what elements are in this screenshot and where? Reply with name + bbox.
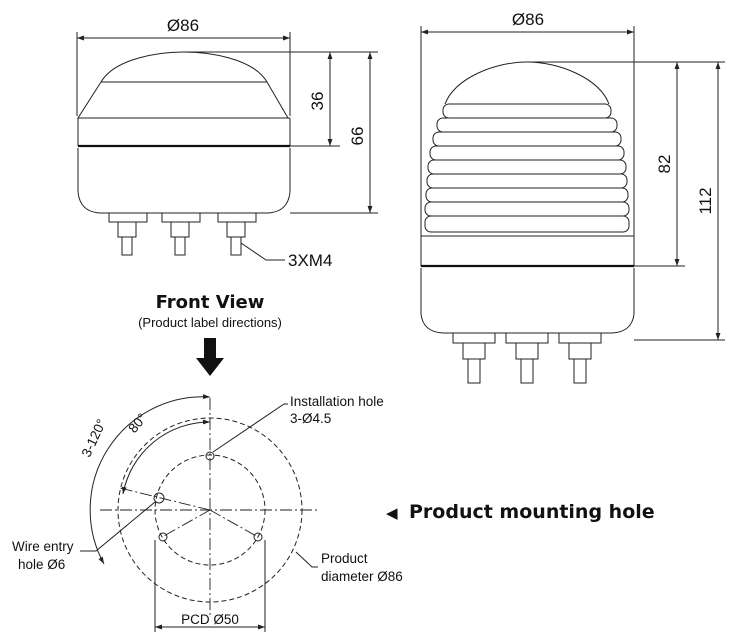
right-band: [420, 235, 635, 267]
product-mounting-hole-caption: ◀ Product mounting hole: [386, 501, 655, 523]
install-hole: [253, 532, 263, 542]
product-mounting-hole-label: Product mounting hole: [409, 501, 655, 523]
product-diameter-leader: [295, 551, 318, 568]
right-body-height-label: 82: [655, 155, 674, 174]
install-hole: [158, 532, 168, 542]
left-dome: [100, 51, 268, 83]
install-hole-leader: [212, 403, 288, 453]
angle-120-label: 3-120°: [79, 417, 109, 460]
right-total-height-label: 112: [696, 187, 715, 214]
front-view-subtitle: (Product label directions): [138, 315, 282, 330]
angle-80-arc: [121, 419, 211, 495]
terminal-leader: [240, 242, 285, 261]
angle-80-label: 80°: [125, 410, 150, 435]
pcd-label: PCD Ø50: [181, 612, 239, 627]
left-body: [77, 148, 291, 214]
install-hole-label-2: 3-Ø4.5: [290, 411, 331, 426]
wire-entry-label-1: Wire entry: [12, 539, 74, 554]
install-hole-label-1: Installation hole: [290, 394, 384, 409]
right-side-view: Ø86: [420, 10, 725, 384]
product-diameter-label-1: Product: [321, 551, 368, 566]
right-width-label: Ø86: [512, 10, 544, 29]
right-dome: [444, 61, 610, 105]
left-side-view: Ø86 3XM4 36: [76, 16, 378, 270]
dome-height-label: 36: [308, 92, 327, 111]
product-diameter-label-2: diameter Ø86: [321, 569, 403, 584]
right-terminals: [452, 332, 602, 384]
wire-entry-leader: [80, 501, 156, 552]
terminal-label: 3XM4: [288, 251, 332, 270]
mounting-hole-diagram: 3-120° 80° Installation hole 3-Ø4.5 Wire…: [12, 394, 403, 632]
down-arrow-icon: [196, 338, 224, 376]
left-cap: [77, 81, 289, 119]
left-width-label: Ø86: [167, 16, 199, 35]
front-view-title: Front View: [156, 292, 265, 313]
right-ribs: [424, 103, 630, 233]
left-arrow-icon: ◀: [386, 504, 398, 522]
right-base: [420, 268, 635, 334]
left-terminals: [108, 212, 257, 256]
angle-120-arc: [89, 394, 211, 565]
front-view-label: Front View (Product label directions): [138, 292, 282, 376]
left-total-height-label: 66: [348, 127, 367, 146]
wire-entry-label-2: hole Ø6: [18, 557, 65, 572]
